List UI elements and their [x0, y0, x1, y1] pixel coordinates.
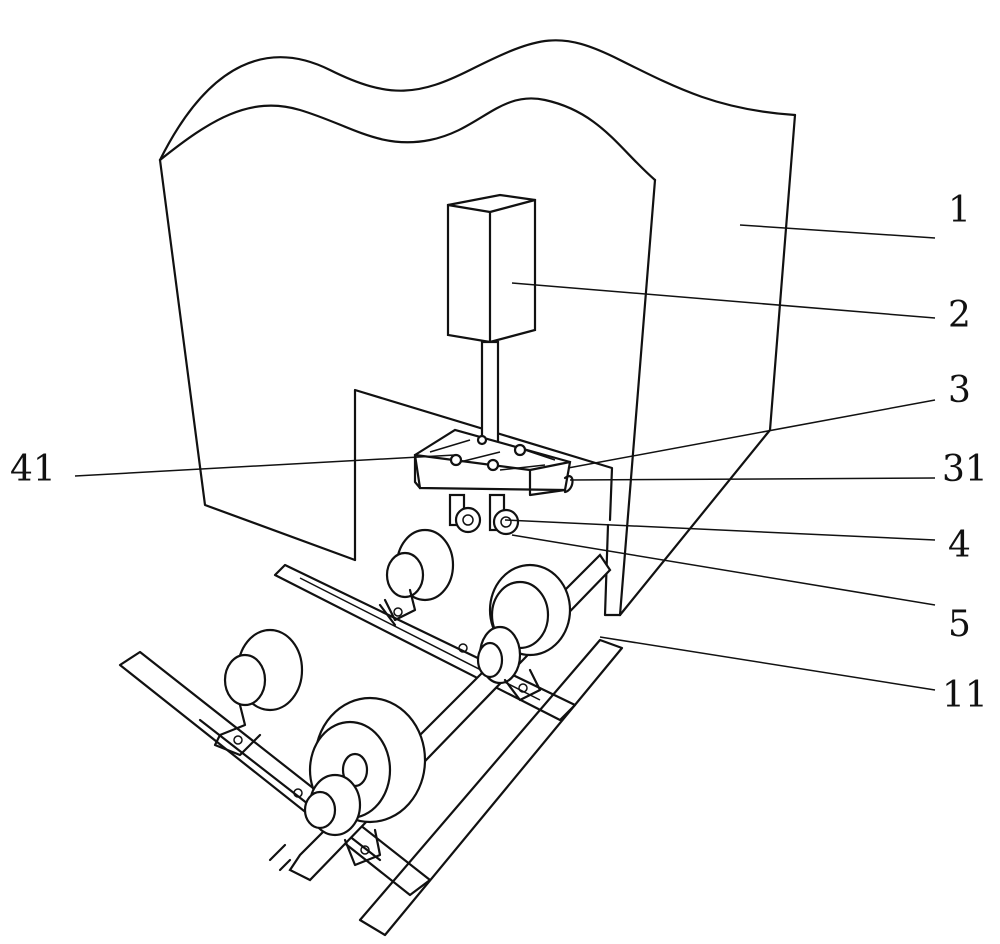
- label-31: 31: [942, 452, 988, 488]
- label-3: 3: [948, 373, 971, 409]
- motor-2: [448, 195, 535, 452]
- rollers-4-5: [450, 495, 518, 534]
- label-2: 2: [948, 298, 971, 334]
- label-1: 1: [948, 193, 971, 229]
- label-11: 11: [942, 678, 988, 714]
- label-5: 5: [948, 607, 971, 643]
- plate-3: [415, 430, 573, 495]
- label-4: 4: [948, 528, 971, 564]
- label-41: 41: [10, 452, 56, 488]
